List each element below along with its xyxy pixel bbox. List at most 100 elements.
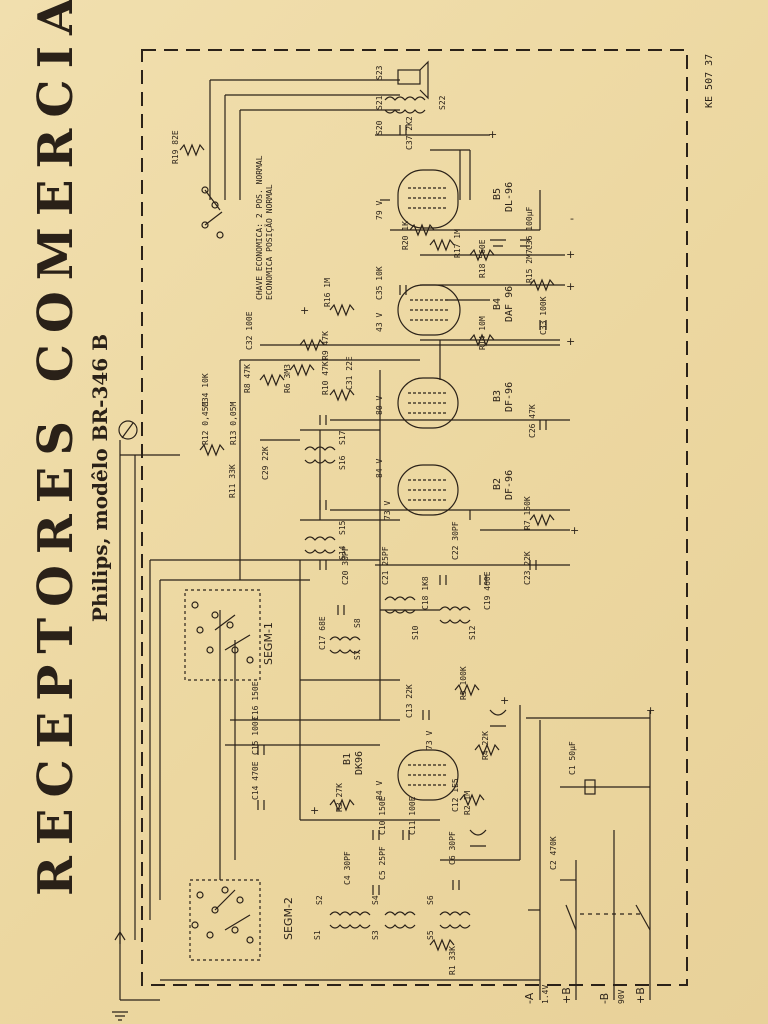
dashed-border	[141, 49, 688, 986]
coil-s16: S16	[338, 455, 347, 470]
label-r14: R14 10M	[478, 316, 487, 350]
label-c15: C15 100E	[251, 716, 260, 755]
label-r10: R10 47K	[321, 361, 330, 395]
label-c12: C12 1E5	[451, 778, 460, 812]
label-r1: R1 33K	[448, 946, 457, 975]
coil-s23: S23	[375, 65, 384, 80]
label-r18: R18 560E	[478, 239, 487, 278]
voltage-b5-a: 79 V	[375, 201, 384, 220]
coil-labels: S1 S2 S3 S4 S5 S6 S7 S8 S10 S12 S14 S15 …	[313, 65, 477, 940]
svg-text:+: +	[310, 804, 319, 817]
svg-text:+: +	[566, 280, 575, 293]
coil-s17: S17	[338, 430, 347, 445]
tube-b1-id: B1	[342, 753, 353, 765]
coil-s7: S7	[353, 650, 362, 660]
coil-s8: S8	[353, 618, 362, 628]
label-c22: C22 30PF	[451, 521, 460, 560]
supply-pos-b2-label: +B	[634, 987, 647, 1004]
label-c11: C11 100E	[408, 796, 417, 835]
svg-text:+: +	[570, 524, 579, 537]
coil-s5: S5	[426, 930, 435, 940]
svg-text:+: +	[488, 128, 497, 141]
wiring	[119, 79, 570, 1001]
switch-note-line1: CHAVE ECONOMICA: 2 POS. NORMAL	[255, 155, 264, 300]
coil-s14: S14	[338, 545, 347, 560]
label-r6: R6 3M3	[283, 364, 292, 393]
svg-text:+: +	[566, 335, 575, 348]
label-c26: C26 47K	[528, 404, 537, 438]
polarity-markers: + + + + + + - + + +	[300, 128, 655, 817]
label-c17: C17 68E	[318, 616, 327, 650]
coil-s22: S22	[438, 95, 447, 110]
label-c4: C4 30PF	[343, 851, 352, 885]
label-r20: R20 1K	[401, 221, 410, 250]
coil-s21: S21	[375, 95, 384, 110]
label-c18: C18 1K8	[421, 576, 430, 610]
supply-90v-label: 90V	[617, 989, 626, 1004]
voltage-b2-a: 84 V	[375, 459, 384, 478]
drawing-code: KE 507 37	[704, 54, 715, 108]
label-r2: R2 1M	[463, 791, 472, 815]
supply-rails	[526, 710, 651, 1000]
switch-note-line2: ECONOMICA POSIÇÃO NORMAL	[264, 184, 274, 300]
label-r12: R12 0,45M	[201, 401, 210, 445]
tube-b3-type: DF-96	[504, 382, 515, 412]
svg-text:+: +	[300, 304, 309, 317]
supply-labels: -A 1.4V +B -B 90V +B	[523, 985, 647, 1004]
voltage-b4-a: 43 V	[375, 313, 384, 332]
supply-neg-b-label: -B	[598, 993, 611, 1004]
label-r16: R16 1M	[323, 278, 332, 307]
coil-s20: S20	[375, 120, 384, 135]
label-c10: C10 150E	[378, 796, 387, 835]
label-c6: C6 30PF	[448, 831, 457, 865]
tube-b1	[397, 749, 459, 801]
label-r4: R4 22K	[481, 731, 490, 760]
label-c1: C1 50µF	[568, 741, 577, 775]
svg-text:+: +	[500, 694, 509, 707]
coil-s2: S2	[315, 895, 324, 905]
band-switch-segm1	[184, 589, 261, 681]
supply-neg-a-label: -A	[523, 992, 536, 1004]
label-r19: R19 82E	[171, 130, 180, 164]
label-r3: R3 27K	[335, 783, 344, 812]
component-labels: R1 33K R2 1M R3 27K R4 22K R5 100K R6 3M…	[171, 116, 577, 975]
label-r9: R9 47K	[321, 331, 330, 360]
label-c14: C14 470E	[251, 761, 260, 800]
tube-b5-id: B5	[492, 188, 503, 200]
switch-segm2-label: SEGM-2	[282, 897, 295, 940]
label-c35: C35 10K	[375, 266, 384, 300]
voltage-b2-g: 73 V	[383, 501, 392, 520]
supply-pos-b-label: +B	[560, 987, 573, 1004]
label-c2: C2 470K	[549, 836, 558, 870]
tube-b5	[397, 169, 459, 229]
label-c16: C16 150E	[251, 681, 260, 720]
label-r7: R7 150K	[523, 496, 532, 530]
switch-segm1-label: SEGM-1	[262, 622, 275, 665]
coil-s4: S4	[371, 895, 380, 905]
label-c31: C31 22E	[345, 356, 354, 390]
tube-b2-id: B2	[492, 478, 503, 490]
tube-b2	[397, 464, 459, 516]
tube-b2-type: DF-96	[504, 470, 515, 500]
coil-s12: S12	[468, 625, 477, 640]
economy-switch	[201, 186, 224, 239]
coil-s15: S15	[338, 520, 347, 535]
supply-1v4-label: 1.4V	[541, 985, 550, 1004]
label-c37: C37 2K2	[405, 116, 414, 150]
label-c29: C29 22K	[261, 446, 270, 480]
tube-b4	[397, 284, 461, 336]
label-c33: C33 100K	[539, 296, 548, 335]
coil-s6: S6	[426, 895, 435, 905]
voltage-b1-a: 84 V	[375, 781, 384, 800]
tube-b3-id: B3	[492, 390, 503, 402]
resistors	[179, 143, 555, 952]
coil-s1: S1	[313, 930, 322, 940]
voltage-labels: 84 V 73 V 84 V 73 V 80 V 43 V 79 V	[375, 201, 434, 800]
svg-text:+: +	[566, 248, 575, 261]
label-c23: C23 22K	[523, 551, 532, 585]
switch-note: CHAVE ECONOMICA: 2 POS. NORMAL ECONOMICA…	[255, 155, 274, 300]
svg-text:-: -	[570, 212, 574, 225]
tube-b4-type: DAF 96	[504, 286, 515, 322]
